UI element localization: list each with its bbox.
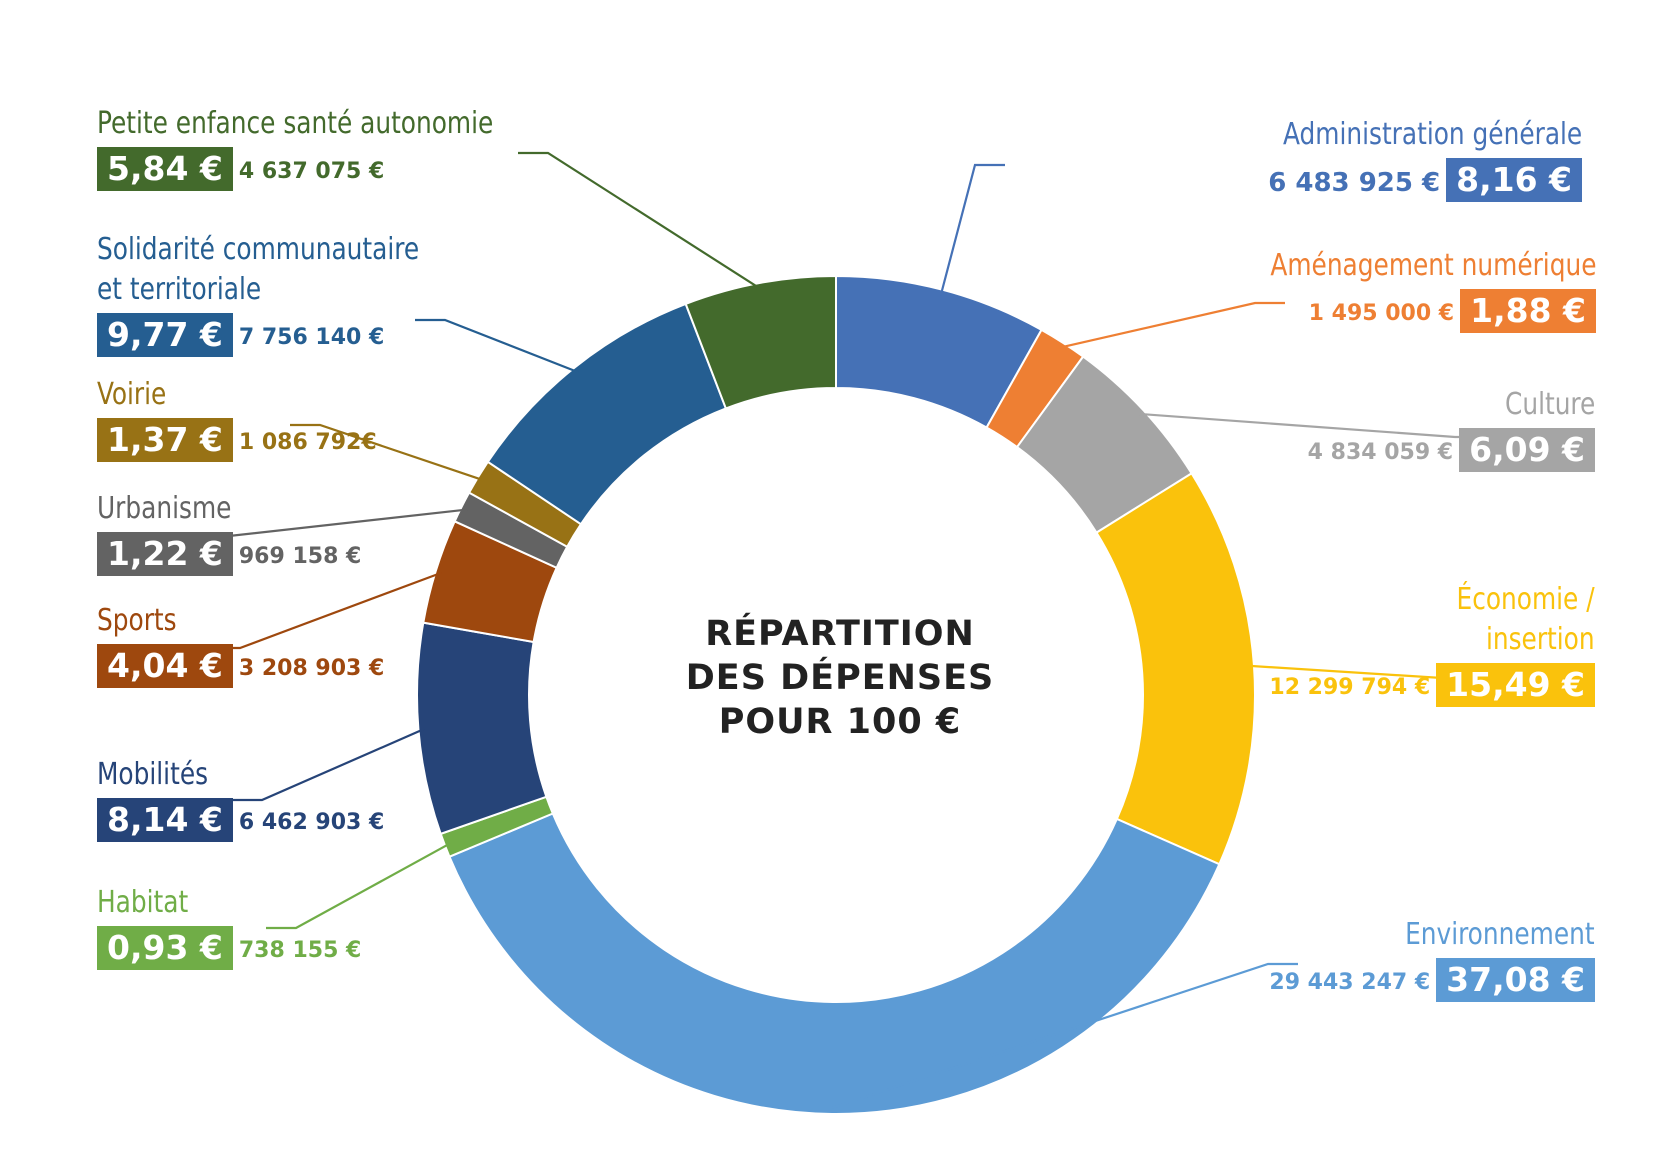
category-name-line-2: et territoriale: [97, 272, 262, 307]
label-urbanisme: Urbanisme 1,22 € 969 158 €: [97, 489, 367, 579]
amount-label: 969 158 €: [238, 544, 362, 569]
per100-badge: 6,09 €: [1459, 428, 1595, 472]
label-culture: Culture 4 834 059 € 6,09 €: [1302, 385, 1595, 475]
per100-badge: 5,84 €: [97, 147, 233, 191]
per100-badge: 1,37 €: [97, 418, 233, 462]
label-sports: Sports 4,04 € 3 208 903 €: [97, 601, 390, 691]
category-name: Urbanisme: [97, 491, 232, 526]
leader-line-1: [1059, 301, 1285, 349]
category-name: Habitat: [97, 885, 189, 920]
per100-badge: 37,08 €: [1436, 958, 1595, 1002]
amount-label: 12 299 794 €: [1269, 675, 1431, 700]
category-name-line-2: insertion: [1486, 622, 1595, 657]
category-name: Voirie: [97, 377, 167, 412]
amount-label: 1 495 000 €: [1308, 301, 1455, 326]
leader-line-4: [831, 962, 1298, 1110]
leader-line-5: [266, 842, 452, 930]
per100-badge: 1,22 €: [97, 532, 233, 576]
per100-badge: 15,49 €: [1436, 663, 1595, 707]
category-name: Aménagement numérique: [1269, 248, 1596, 283]
slice-4: [448, 812, 1221, 1115]
category-name: Administration générale: [1282, 117, 1582, 152]
category-name: Culture: [1504, 387, 1595, 422]
per100-badge: 4,04 €: [97, 644, 233, 688]
label-environnement: Environnement 29 443 247 € 37,08 €: [1263, 915, 1595, 1005]
amount-label: 4 834 059 €: [1307, 440, 1454, 465]
leader-line-10: [415, 318, 579, 374]
amount-label: 3 208 903 €: [238, 656, 385, 681]
leader-line-11: [518, 151, 762, 290]
per100-badge: 8,16 €: [1446, 158, 1582, 202]
amount-label: 6 462 903 €: [238, 810, 385, 835]
category-name: Mobilités: [97, 757, 209, 792]
category-name: Environnement: [1405, 917, 1595, 952]
chart-title-line-1: RÉPARTITION: [705, 614, 975, 654]
amount-label: 6 483 925 €: [1268, 168, 1441, 198]
per100-badge: 8,14 €: [97, 798, 233, 842]
slice-11: [684, 274, 837, 410]
label-habitat: Habitat 0,93 € 738 155 €: [97, 883, 367, 973]
amount-label: 7 756 140 €: [238, 325, 385, 350]
per100-badge: 9,77 €: [97, 313, 233, 357]
category-name: Sports: [97, 603, 177, 638]
category-name-line-1: Solidarité communautaire: [97, 232, 420, 267]
label-solidarite: Solidarité communautaire et territoriale…: [97, 230, 447, 360]
category-name-line-1: Économie /: [1456, 582, 1595, 617]
label-amenagement-numerique: Aménagement numérique 1 495 000 € 1,88 €: [1242, 246, 1596, 336]
label-petite-enfance: Petite enfance santé autonomie 5,84 € 4 …: [97, 104, 528, 194]
slice-3: [1095, 471, 1256, 866]
per100-badge: 1,88 €: [1460, 289, 1596, 333]
leader-line-9: [290, 423, 484, 482]
leader-line-0: [939, 163, 1005, 296]
category-name: Petite enfance santé autonomie: [97, 106, 494, 141]
label-voirie: Voirie 1,37 € 1 086 792€: [97, 375, 383, 465]
amount-label: 4 637 075 €: [238, 159, 385, 184]
label-administration-generale: Administration générale 6 483 925 € 8,16…: [1257, 115, 1582, 205]
amount-label: 738 155 €: [238, 938, 362, 963]
amount-label: 1 086 792€: [238, 430, 377, 455]
per100-badge: 0,93 €: [97, 926, 233, 970]
chart-title-line-3: POUR 100 €: [718, 702, 962, 742]
label-mobilites: Mobilités 8,14 € 6 462 903 €: [97, 755, 390, 845]
chart-title-line-2: DES DÉPENSES: [685, 658, 995, 698]
leader-line-6: [232, 727, 425, 802]
slice-6: [416, 621, 548, 836]
chart-title: RÉPARTITION DES DÉPENSES POUR 100 €: [680, 612, 1000, 744]
label-economie-insertion: Économie / insertion 12 299 794 € 15,49 …: [1263, 580, 1595, 710]
amount-label: 29 443 247 €: [1269, 970, 1431, 995]
